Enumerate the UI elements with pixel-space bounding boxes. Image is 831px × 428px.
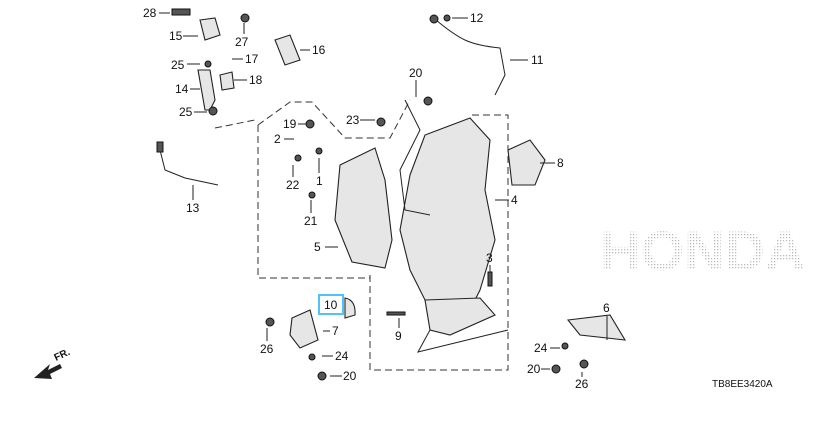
callout[interactable]: 26 [575, 377, 589, 391]
front-arrow-icon: FR. [34, 347, 72, 379]
diagram-code: TB8EE3420A [712, 379, 773, 390]
callout[interactable]: 7 [332, 324, 339, 338]
callout[interactable]: 16 [312, 43, 326, 57]
callout[interactable]: 21 [304, 214, 318, 228]
svg-text:FR.: FR. [53, 347, 72, 364]
callout[interactable]: 26 [260, 342, 274, 356]
callout[interactable]: 4 [511, 193, 518, 207]
callout[interactable]: 24 [335, 349, 349, 363]
callout[interactable]: 8 [557, 156, 564, 170]
callout[interactable]: 2 [274, 132, 281, 146]
callout[interactable]: 20 [343, 369, 357, 383]
callout[interactable]: 6 [603, 301, 610, 315]
callout[interactable]: 28 [143, 6, 157, 20]
callout[interactable]: 25 [171, 58, 185, 72]
callouts: 28 15 27 16 17 25 18 14 25 20 12 11 23 1… [143, 6, 610, 391]
callout[interactable]: 18 [249, 73, 263, 87]
callout[interactable]: 5 [314, 240, 321, 254]
callout[interactable]: 20 [527, 362, 541, 376]
callout[interactable]: 14 [175, 82, 189, 96]
heat-shield [334, 147, 393, 269]
callout[interactable]: 15 [169, 29, 183, 43]
callout[interactable]: 3 [486, 251, 493, 265]
lower-flange [424, 297, 496, 336]
callout[interactable]: 22 [286, 178, 300, 192]
callout[interactable]: 13 [186, 201, 200, 215]
callout[interactable]: 24 [534, 341, 548, 355]
callout[interactable]: 9 [395, 329, 402, 343]
callout[interactable]: 11 [531, 53, 544, 67]
highlight-box [318, 294, 344, 315]
callout[interactable]: 17 [245, 52, 259, 66]
callout-highlighted[interactable]: 10 [324, 298, 338, 312]
catalytic-converter [399, 117, 496, 321]
callout[interactable]: 25 [179, 105, 193, 119]
honda-watermark: HONDA [600, 219, 805, 282]
gasket [507, 139, 546, 186]
callout[interactable]: 19 [283, 117, 297, 131]
callout[interactable]: 12 [470, 11, 484, 25]
bracket-6 [566, 314, 627, 341]
callout[interactable]: 20 [409, 66, 423, 80]
callout[interactable]: 1 [316, 174, 323, 188]
bracket-7 [289, 309, 319, 349]
callout[interactable]: 23 [346, 113, 360, 127]
callout[interactable]: 27 [235, 35, 249, 49]
